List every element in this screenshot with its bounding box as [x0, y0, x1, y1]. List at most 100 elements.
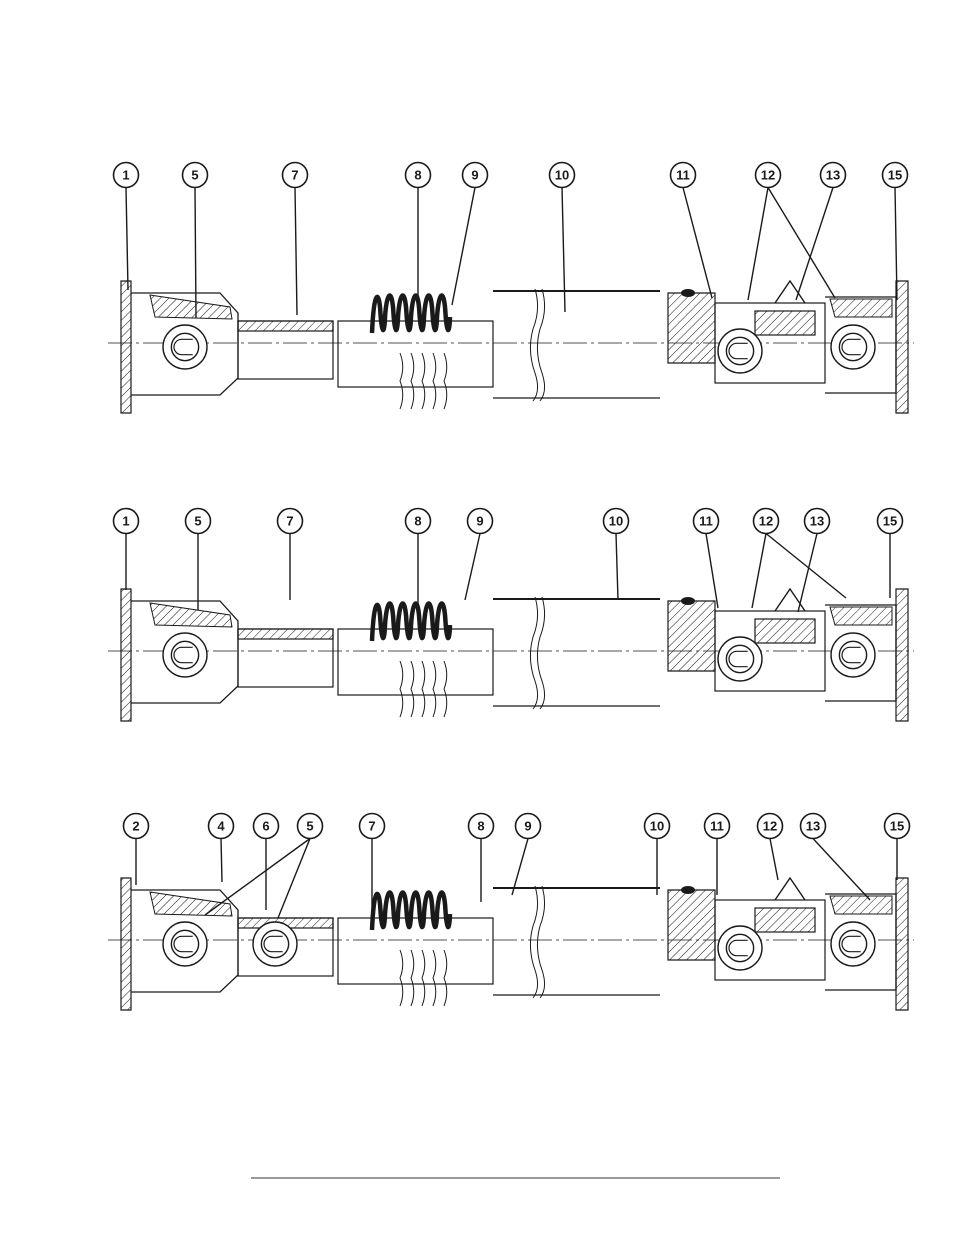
callout-number: 8 — [477, 819, 484, 834]
callout-number: 10 — [609, 514, 623, 529]
boot-housing — [338, 321, 493, 387]
leader-line — [512, 839, 528, 896]
callout-number: 11 — [710, 819, 724, 834]
left-flange — [121, 589, 131, 721]
leader-line — [770, 839, 778, 881]
callout: 1 — [114, 163, 139, 291]
callout-number: 15 — [888, 168, 902, 183]
leader-line — [748, 188, 768, 301]
bellows-fold — [422, 661, 425, 717]
callout: 10 — [604, 509, 629, 601]
leader-line — [616, 534, 618, 601]
callout: 10 — [550, 163, 575, 313]
right-flange — [896, 589, 908, 721]
callout: 13 — [801, 814, 871, 901]
leader-line — [766, 534, 846, 599]
callout: 4 — [209, 814, 234, 883]
center-housing — [668, 890, 715, 960]
leader-line — [221, 839, 222, 883]
callout-number: 12 — [761, 168, 775, 183]
leader-line — [706, 534, 718, 609]
callout: 13 — [796, 163, 846, 301]
callout: 15 — [878, 509, 903, 599]
bellows-fold — [411, 661, 414, 717]
bellows-fold — [433, 661, 436, 717]
callout: 11 — [705, 814, 730, 896]
callout: 15 — [885, 814, 910, 881]
callout-number: 1 — [122, 514, 129, 529]
tube-break — [537, 886, 544, 998]
u-joint-bearing — [831, 325, 875, 369]
bellows-fold — [400, 950, 403, 1006]
u-joint-bearing — [831, 633, 875, 677]
bellows-fold — [444, 661, 447, 717]
callout: 12 — [748, 163, 835, 301]
callout-number: 7 — [291, 168, 298, 183]
bearing-seal — [755, 908, 815, 932]
boot-convolution — [372, 295, 450, 333]
right-yoke-section — [830, 896, 892, 914]
callout: 8 — [406, 509, 431, 606]
u-joint-bearing — [831, 922, 875, 966]
callout-number: 5 — [191, 168, 198, 183]
callout-number: 10 — [555, 168, 569, 183]
bellows-fold — [422, 950, 425, 1006]
tube-break — [530, 886, 537, 998]
centering-ball — [775, 878, 805, 900]
right-flange — [896, 878, 908, 1010]
callout: 8 — [406, 163, 431, 301]
u-joint-bearing — [718, 329, 762, 373]
callout-number: 11 — [676, 168, 690, 183]
boot-convolution — [372, 892, 450, 930]
left-yoke-section — [150, 295, 232, 319]
bellows-fold — [433, 950, 436, 1006]
callout-number: 7 — [286, 514, 293, 529]
callout: 11 — [671, 163, 713, 299]
u-joint-bearing — [718, 637, 762, 681]
center-housing — [668, 601, 715, 671]
bottom-rule — [251, 1177, 780, 1179]
callout-number: 10 — [650, 819, 664, 834]
right-yoke-section — [830, 299, 892, 317]
callout-number: 9 — [476, 514, 483, 529]
right-flange — [896, 281, 908, 413]
callout: 1 — [114, 509, 139, 591]
callout-number: 5 — [306, 819, 313, 834]
bellows-fold — [400, 353, 403, 409]
callout: 9 — [512, 814, 541, 896]
bearing-seal — [755, 619, 815, 643]
leader-line — [126, 188, 128, 291]
left-flange — [121, 281, 131, 413]
leader-line — [895, 188, 897, 301]
bellows-fold — [444, 950, 447, 1006]
bellows-fold — [400, 661, 403, 717]
callout-number: 8 — [414, 514, 421, 529]
callout-number: 15 — [883, 514, 897, 529]
leader-line — [752, 534, 766, 609]
callout: 6 — [254, 814, 279, 911]
tube-break — [530, 597, 537, 709]
boot-housing — [338, 918, 493, 984]
callout-number: 1 — [122, 168, 129, 183]
callout-number: 4 — [217, 819, 225, 834]
bellows-fold — [433, 353, 436, 409]
callout-number: 2 — [132, 819, 139, 834]
callout: 2 — [124, 814, 149, 886]
callout: 11 — [694, 509, 719, 609]
callout-number: 11 — [699, 514, 713, 529]
callout: 13 — [798, 509, 830, 613]
u-joint-bearing — [163, 325, 207, 369]
callout-number: 15 — [890, 819, 904, 834]
callout-number: 6 — [262, 819, 269, 834]
boot-housing — [338, 629, 493, 695]
boot-convolution — [372, 603, 450, 641]
bellows-fold — [411, 950, 414, 1006]
tube-break — [537, 289, 544, 401]
callout: 7 — [278, 509, 303, 601]
callout-number: 12 — [763, 819, 777, 834]
leader-line — [452, 188, 475, 306]
